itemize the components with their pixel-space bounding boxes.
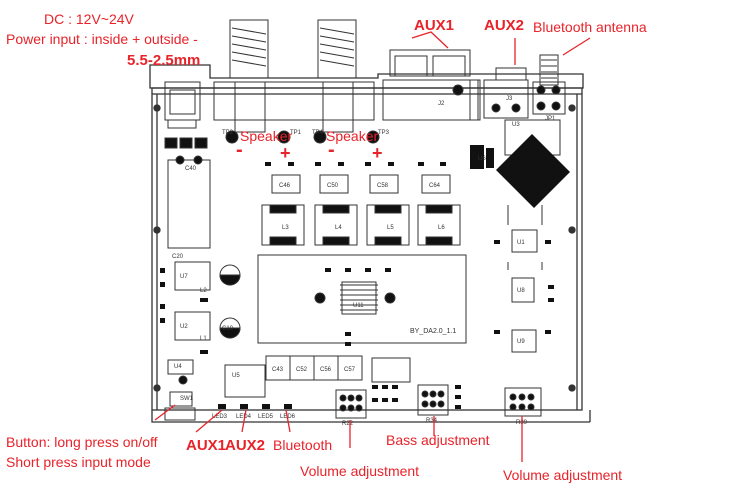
misc-label-u4: U4: [174, 364, 182, 370]
conn-label-u3: U3: [512, 122, 520, 128]
board-version: BY_DA2.0_1.1: [410, 328, 456, 335]
misc-label-u8: U8: [517, 288, 525, 294]
tp-label-2: TP1: [290, 130, 302, 136]
jack-size-label: 5.5-2.5mm: [127, 52, 201, 69]
power-input-label: Power input : inside + outside -: [6, 31, 198, 47]
cap-label-1: C46: [279, 183, 291, 189]
callout-lines: [154, 31, 591, 462]
misc-label-u1: U1: [517, 240, 525, 246]
speaker-minus-left: -: [236, 139, 243, 161]
misc-label-u9: U9: [517, 339, 525, 345]
aux1-connector: [382, 49, 481, 121]
bt-antenna-connector: [532, 54, 566, 115]
bottom-cap-2: C52: [296, 367, 308, 373]
led-bt-label: Bluetooth: [273, 437, 333, 453]
silk-labels: BY_DA2.0_1.1 U11 C46 C50 C58 C64 L3 L4 L…: [172, 96, 556, 427]
inductor-label-3: L5: [387, 225, 394, 231]
tp-label-1: TP2: [222, 130, 234, 136]
bottom-cap-4: C57: [344, 367, 356, 373]
output-caps: [271, 174, 451, 194]
pot-label-1: R22: [342, 421, 354, 427]
pot-label-2: R34: [426, 418, 438, 424]
misc-label-u2: U2: [180, 324, 188, 330]
misc-label-l1: L1: [200, 336, 207, 342]
chip-label: U11: [353, 303, 364, 309]
tp-label-4: TP3: [378, 130, 390, 136]
dc-input-label: DC : 12V~24V: [44, 11, 134, 27]
led-label-1: LED3: [212, 414, 228, 420]
bluetooth-module: [470, 119, 570, 208]
misc-label-c20: C20: [172, 254, 184, 260]
volume-label-right: Volume adjustment: [503, 467, 623, 483]
inductor-label-4: L6: [438, 225, 445, 231]
power-section: [164, 155, 266, 421]
speaker-minus-right: -: [328, 139, 335, 161]
misc-label-u6: U6: [478, 156, 486, 162]
cap-label-4: C64: [429, 183, 441, 189]
led-row: [218, 404, 292, 409]
bottom-cap-1: C43: [272, 367, 284, 373]
conn-label-j2: J2: [438, 101, 445, 107]
speaker-terminals: [213, 19, 380, 144]
led-aux2-label: AUX2: [225, 437, 266, 454]
misc-label-u5: U5: [232, 373, 240, 379]
speaker-plus-left: +: [280, 143, 291, 163]
misc-label-u7: U7: [180, 274, 188, 280]
conn-label-jp1: JP1: [545, 116, 556, 122]
misc-label-c10: C10: [222, 326, 234, 332]
inductor-label-2: L4: [335, 225, 342, 231]
led-aux1-label: AUX1: [186, 437, 227, 454]
misc-label-c40: C40: [185, 166, 197, 172]
bass-label: Bass adjustment: [386, 432, 490, 448]
led-label-2: LED4: [236, 414, 252, 420]
dc-jack: [164, 81, 208, 149]
speaker-label-right: Speaker: [326, 128, 379, 144]
inductors: [261, 204, 461, 246]
cap-label-3: C58: [377, 183, 389, 189]
tp-label-3: TP4: [312, 130, 324, 136]
speaker-plus-right: +: [372, 143, 383, 163]
bottom-cap-3: C56: [320, 367, 332, 373]
button-long-label: Button: long press on/off: [6, 434, 158, 450]
misc-label-l2: L2: [200, 288, 207, 294]
bottom-caps: [265, 355, 411, 383]
potentiometers: [335, 384, 542, 419]
pcb-outline: [149, 64, 591, 423]
inductor-label-1: L3: [282, 225, 289, 231]
right-chips: [507, 205, 543, 353]
speaker-label-left: Speaker: [240, 128, 293, 144]
misc-label-sw1: SW1: [180, 396, 194, 402]
bt-antenna-label: Bluetooth antenna: [533, 19, 647, 35]
cap-label-2: C50: [327, 183, 339, 189]
aux1-label: AUX1: [414, 17, 455, 34]
amplifier-area: [257, 254, 467, 344]
led-label-3: LED5: [258, 414, 274, 420]
volume-label-left: Volume adjustment: [300, 463, 420, 479]
aux2-label: AUX2: [484, 17, 525, 34]
button-short-label: Short press input mode: [6, 454, 151, 470]
smd-components: [160, 162, 554, 409]
aux2-connector: [483, 67, 529, 119]
conn-label-j3: J3: [506, 96, 513, 102]
